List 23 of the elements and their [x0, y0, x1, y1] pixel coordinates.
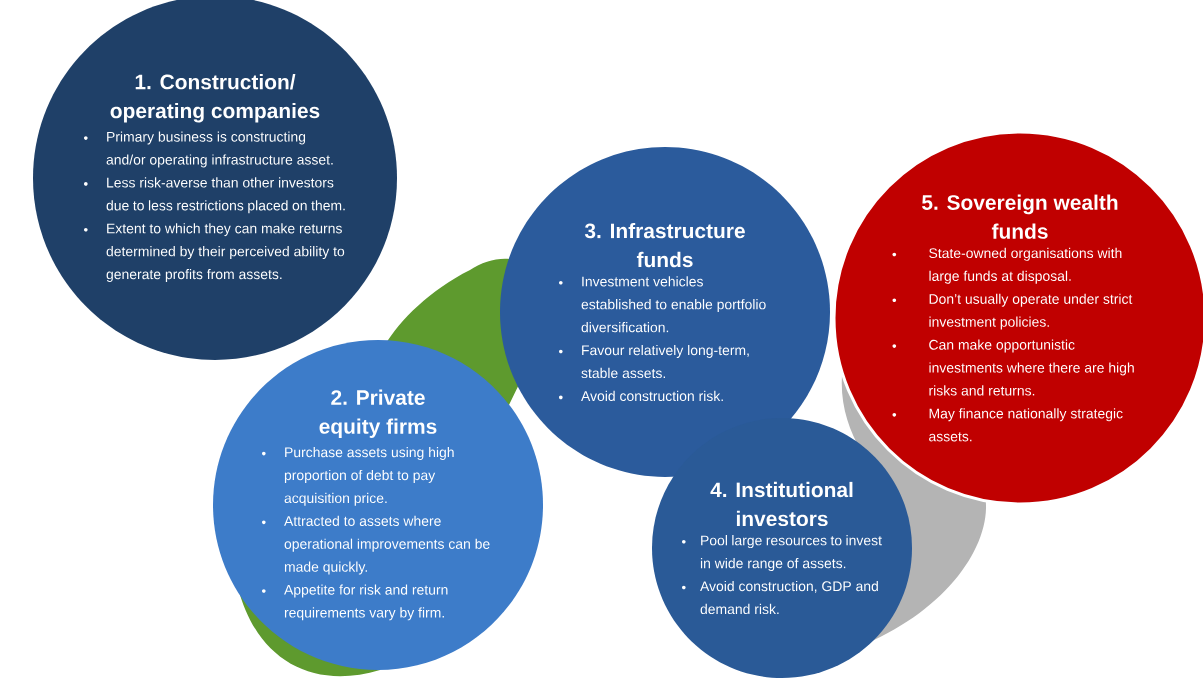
- bullet-item: State-owned organisations with large funds at disposal.: [892, 247, 1122, 284]
- bullet-item: Less risk-averse than other investors due to less restrictions placed on them.: [84, 177, 345, 214]
- bullet-item: Favour relatively long-term, stable assets.: [559, 344, 749, 379]
- heading: 1. Construction/ operating companies: [110, 74, 320, 123]
- heading: 4. Institutional investors: [710, 481, 853, 527]
- heading: 3. Infrastructure funds: [584, 222, 745, 268]
- heading: 2. Private equity firms: [319, 389, 437, 438]
- circle-node: [500, 147, 830, 477]
- circle-node: [213, 340, 543, 670]
- bullet-item: Avoid construction risk.: [559, 390, 723, 401]
- bullet-item: Extent to which they can make returns determined by their perceived ability to generate profits from assets.: [84, 223, 345, 282]
- circle-node: [652, 418, 912, 678]
- bullet-item: Appetite for risk and return requirements vary by firm.: [262, 584, 448, 621]
- bullet-item: Avoid construction, GDP and demand risk.: [682, 580, 878, 615]
- bullet-item: Purchase assets using high proportion of debt to pay acquisition price.: [262, 447, 454, 506]
- bullet-item: Can make opportunistic investments where there are high risks and returns.: [892, 339, 1134, 396]
- bullet-item: Attracted to assets where operational improvements can be made quickly.: [262, 515, 490, 575]
- bullet-item: Investment vehicles established to enable portfolio diversification.: [559, 276, 766, 333]
- heading: 5. Sovereign wealth funds: [922, 194, 1118, 239]
- bullet-item: Don’t usually operate under strict investment policies.: [892, 293, 1133, 330]
- bullet-item: May finance nationally strategic assets.: [892, 408, 1123, 442]
- bullet-item: Pool large resources to invest in wide range of assets.: [682, 535, 882, 572]
- bullet-item: Primary business is constructing and/or operating infrastructure asset.: [84, 131, 333, 168]
